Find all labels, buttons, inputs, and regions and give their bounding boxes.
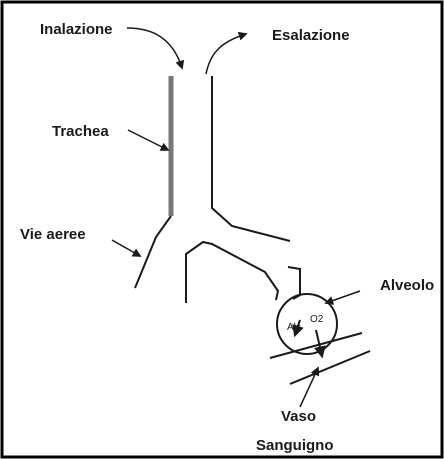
bronchiole-inner-wall [186, 242, 278, 303]
bronchiole-upper-wall [288, 267, 300, 299]
inhalation-arrow [127, 28, 182, 68]
blood-vessel-label-line2: Sanguigno [256, 437, 334, 454]
alveolus-label: Alveolo [380, 277, 434, 294]
inhalation-label: Inalazione [40, 21, 113, 38]
alc-label: Alc [287, 322, 301, 333]
trachea-pointer [128, 130, 168, 150]
left-bronchus-outer-wall [135, 216, 171, 288]
alveolus-pointer [326, 291, 360, 303]
exhalation-label: Esalazione [272, 27, 350, 44]
exhalation-arrow [206, 34, 246, 74]
blood-vessel-pointer [300, 368, 318, 407]
blood-vessel-wall-bottom [290, 351, 370, 384]
blood-vessel-wall-top [270, 333, 362, 358]
trachea-right-wall [212, 76, 290, 241]
airways-pointer [112, 240, 140, 256]
trachea-label: Trachea [52, 123, 109, 140]
blood-vessel-label-line1: Vaso [281, 408, 316, 425]
o2-label: O2 [310, 314, 324, 325]
airways-label: Vie aeree [20, 226, 86, 243]
